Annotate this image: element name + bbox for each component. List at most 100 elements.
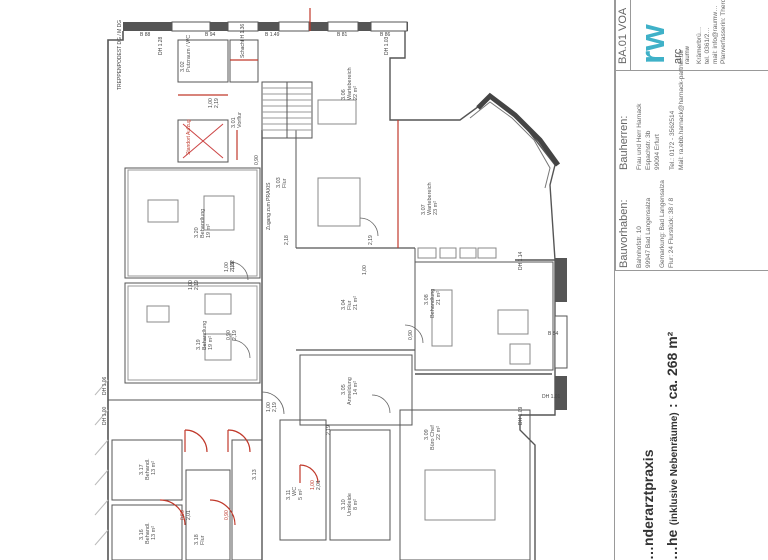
entrance-label: Zugang zum PRAXIS bbox=[266, 182, 272, 230]
room-3-08-area: 21 m² bbox=[436, 291, 442, 305]
room-3-03-no: 3.03 bbox=[276, 177, 282, 188]
dim-15: 1,00 bbox=[310, 480, 316, 490]
dim-19: 0,90 bbox=[224, 510, 230, 520]
dim-7: 2,19 bbox=[194, 280, 200, 290]
header-divider bbox=[630, 0, 631, 70]
dim-10: 2,19 bbox=[232, 330, 238, 340]
room-3-08-name: Behandlung bbox=[430, 289, 436, 318]
project-line-1: Bahnhofstr. 10 bbox=[636, 226, 643, 268]
title-block-border-2 bbox=[615, 0, 616, 270]
dim-6: 1,00 bbox=[188, 280, 194, 290]
room-3-17-name: Behandl. bbox=[145, 458, 151, 480]
dim-5: 2,19 bbox=[230, 262, 236, 272]
drawing-title-2: …he (inklusive Nebenräume) : ca. 268 m² bbox=[664, 332, 682, 560]
room-3-01-no: 3.01 bbox=[231, 117, 237, 128]
project-line-2: 99947 Bad Langensalza bbox=[645, 197, 652, 268]
dim-8: 2,18 bbox=[284, 235, 290, 245]
room-3-16-name: Behandl. bbox=[145, 522, 151, 544]
room-3-11-name: WC bbox=[292, 487, 298, 496]
room-3-18-no: 3.18 bbox=[194, 534, 200, 545]
dim-21: 1,00 bbox=[266, 402, 272, 412]
project-line-4: Flur: 24 Flurstück: 38 / 8 bbox=[668, 197, 675, 268]
room-3-19-no: 3.19 bbox=[196, 339, 202, 350]
dim-18: 2,01 bbox=[186, 510, 192, 520]
room-3-06-name: Wartebereich bbox=[347, 67, 353, 100]
room-3-11-no: 3.11 bbox=[286, 490, 292, 500]
room-3-20-no: 3.20 bbox=[194, 227, 200, 238]
dh-label-1: DH 1.28 bbox=[158, 36, 164, 55]
drawing-title-2-small: (inklusive Nebenräume) bbox=[669, 412, 680, 526]
section-divider-2 bbox=[614, 270, 768, 271]
room-3-04-no: 3.04 bbox=[341, 299, 347, 310]
project-line-3: Gemarkung: Bad Langensalza bbox=[659, 180, 666, 268]
office-line-3: mail: info@raumw… bbox=[712, 5, 719, 64]
room-3-16-no: 3.16 bbox=[139, 529, 145, 540]
room-3-05-no: 3.05 bbox=[341, 384, 347, 395]
dim-22: 2,19 bbox=[272, 402, 278, 412]
contact-line-2: Mail: ra.ebb.harnack@harnack-partner.de bbox=[678, 49, 685, 170]
room-3-13-no: 3.13 bbox=[252, 469, 258, 480]
drawing-title-1: …nderarztpraxis bbox=[640, 449, 656, 560]
dim-3: 0,90 bbox=[254, 155, 260, 165]
title-block-border bbox=[614, 0, 615, 560]
room-3-19-name: Behandlung bbox=[202, 321, 208, 350]
room-3-19-area: 19 m² bbox=[208, 336, 214, 350]
floor-plan-drawing: Putzraum / WC 3.02 3.01 Vorflur 3.03 Flu… bbox=[94, 8, 568, 560]
dim-16: 2,01 bbox=[316, 480, 322, 490]
room-3-04-area: 21 m² bbox=[353, 296, 359, 310]
b-label-6: B 86 bbox=[380, 32, 391, 38]
b-label-4: B 1.49 bbox=[265, 32, 280, 38]
drawing-code: BA.01 VOA bbox=[617, 7, 629, 64]
room-3-06-no: 3.06 bbox=[341, 89, 347, 100]
dim-11: 1,00 bbox=[362, 265, 368, 275]
owner-line-3: 99094 Erfurt bbox=[654, 134, 661, 170]
room-3-03-name: Flur bbox=[282, 178, 288, 188]
b-label-5: B 81 bbox=[337, 32, 348, 38]
room-3-01-name: Vorflur bbox=[237, 112, 243, 128]
dim-1: 1,00 bbox=[208, 98, 214, 108]
room-3-20-name: Behandlung bbox=[200, 209, 206, 238]
room-3-04-name: Flur bbox=[347, 300, 353, 310]
room-3-02-no: 3.02 bbox=[180, 61, 186, 72]
dim-14: 2,19 bbox=[326, 425, 332, 435]
office-line-4: Planverfasserin: Thero… bbox=[720, 0, 727, 64]
room-3-20-area: 19 m² bbox=[206, 224, 212, 238]
elevator-label: Standort Aufzug bbox=[186, 119, 192, 155]
room-3-02: Putzraum / WC bbox=[186, 35, 192, 72]
dh-label-2: DH 1.03 bbox=[384, 36, 390, 55]
shaft-label: Schacht H 1.36 bbox=[240, 24, 246, 58]
dh-label-6: DH 1.09 bbox=[518, 406, 524, 425]
room-3-10-name: Umkleide bbox=[347, 493, 353, 516]
dim-2: 2,19 bbox=[214, 98, 220, 108]
project-title: Bauvorhaben: bbox=[618, 199, 630, 269]
logo-text: rw bbox=[634, 24, 672, 64]
room-3-10-area: 8 m² bbox=[353, 499, 359, 510]
room-3-17-area: 13 m² bbox=[151, 461, 157, 475]
room-3-10-no: 3.10 bbox=[341, 499, 347, 510]
contact-line-1: Tel.: 0172 - 3562514 bbox=[669, 110, 676, 170]
dh-label-5: DH 1.00 bbox=[102, 406, 108, 425]
dim-9: 0,90 bbox=[226, 330, 232, 340]
room-3-06-area: 22 m² bbox=[353, 86, 359, 100]
section-divider bbox=[614, 70, 768, 71]
room-3-18-name: Flur bbox=[200, 535, 206, 545]
office-line-1: Krämerbrü… bbox=[696, 26, 703, 64]
room-3-16-area: 13 m² bbox=[151, 526, 157, 540]
stair-landing-label: TREPPENPODEST DG / M DG bbox=[117, 20, 123, 90]
room-3-17-no: 3.17 bbox=[139, 464, 145, 475]
room-3-07-area: 23 m² bbox=[433, 201, 439, 215]
dim-17: 0,90 bbox=[180, 510, 186, 520]
dim-12: 2,19 bbox=[368, 235, 374, 245]
drawing-title-2-bold: …he bbox=[664, 529, 680, 560]
room-3-09-no: 3.09 bbox=[424, 429, 430, 440]
room-3-07-name: Wartebereich bbox=[427, 182, 433, 215]
dh-label-7: DH 1.01 bbox=[542, 394, 561, 400]
drawing-title-2-area: : ca. 268 m² bbox=[664, 331, 680, 408]
room-3-08-no: 3.08 bbox=[424, 294, 430, 305]
room-3-05-name: Anmeldung bbox=[347, 377, 353, 405]
owners-title: Bauherren: bbox=[618, 115, 630, 170]
room-3-09-name: Büro Chef bbox=[430, 425, 436, 450]
room-3-05-area: 14 m² bbox=[353, 381, 359, 395]
logo-block: rw bbox=[634, 24, 672, 64]
title-block: BA.01 VOA rw arc raumw Krämerbrü… tel. 0… bbox=[614, 0, 768, 560]
